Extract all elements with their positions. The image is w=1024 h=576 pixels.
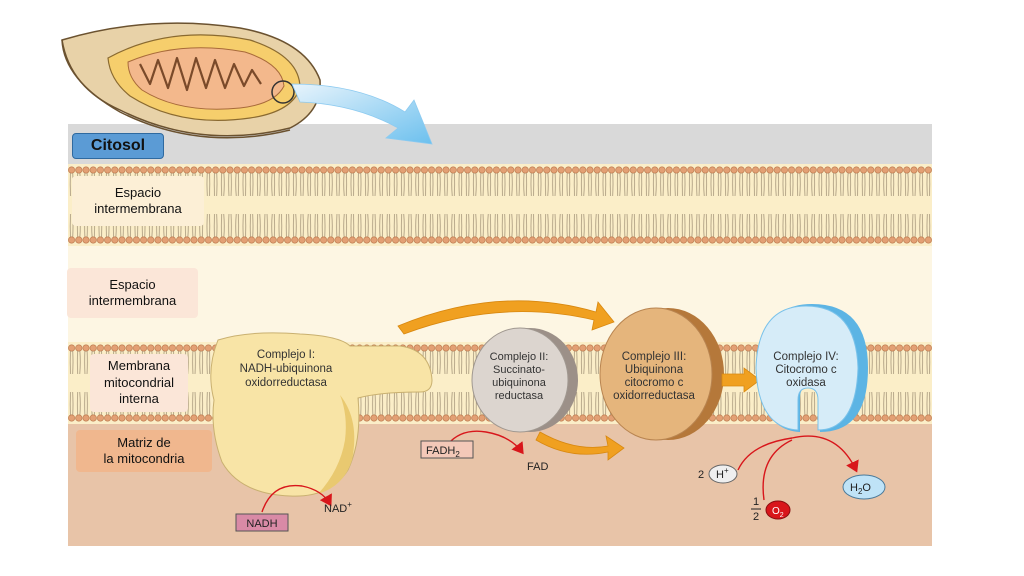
- complex-i-line2: NADH-ubiquinona: [240, 363, 333, 375]
- oxygen-label: O2: [772, 506, 784, 519]
- complex-ii-line2: Succinato-: [493, 364, 545, 376]
- fad-label: FAD: [527, 461, 548, 473]
- complex-ii-title: Complejo II:: [490, 351, 549, 363]
- h-coef: 2: [698, 469, 704, 481]
- half-denominator: 2: [753, 511, 759, 523]
- complex-iv-title: Complejo IV:: [773, 351, 838, 363]
- water-reaction-arrow: [791, 435, 859, 473]
- complex-iii-line4: oxidorreductasa: [613, 390, 695, 402]
- nad-label: NAD+: [324, 500, 352, 515]
- complex-ii: Complejo II: Succinato- ubiquinona reduc…: [471, 327, 578, 433]
- complex-iv: Complejo IV: Citocromo c oxidasa: [755, 304, 868, 432]
- complex-iv-line3: oxidasa: [786, 377, 826, 389]
- matrix-band: [68, 424, 932, 546]
- electron-arrow-bottom: [535, 431, 625, 461]
- h-ion-label: H+: [716, 466, 729, 481]
- matriz-label: Matriz de la mitocondria: [76, 430, 212, 472]
- complex-iii-line2: Ubiquinona: [625, 364, 684, 376]
- complex-i-line3: oxidorreductasa: [245, 377, 327, 389]
- nadh-reaction-arrow: [261, 484, 332, 513]
- mitochondrion-illustration: [61, 22, 321, 139]
- citosol-label: Citosol: [72, 133, 164, 159]
- complex-iv-line2: Citocromo c: [775, 364, 837, 376]
- complex-i-title: Complejo I:: [257, 349, 315, 361]
- fadh-reaction-arrow: [447, 430, 524, 455]
- complex-ii-line3: ubiquinona: [492, 377, 547, 389]
- water-circle: [842, 474, 886, 500]
- espacio-intermembrana-top-label: Espacio intermembrana: [72, 176, 204, 226]
- fadh2-label: FADH2: [426, 445, 460, 459]
- complex-iii-line3: citocromo c: [625, 377, 684, 389]
- complex-i: Complejo I: NADH-ubiquinona oxidorreduct…: [210, 332, 433, 497]
- o2-reaction-arrow-left: [762, 439, 793, 501]
- nadh-box: [235, 513, 289, 532]
- oxygen-circle: [765, 500, 791, 520]
- nadh-label: NADH: [246, 518, 277, 530]
- complex-iii: Complejo III: Ubiquinona citocromo c oxi…: [599, 307, 724, 441]
- zoom-arrow: [291, 83, 433, 145]
- h-reaction-arrow: [737, 437, 793, 471]
- water-label: H2O: [850, 482, 871, 496]
- complex-iii-title: Complejo III:: [622, 351, 687, 363]
- electron-arrow-iii-iv: [721, 367, 761, 393]
- espacio-intermembrana-mid-label: Espacio intermembrana: [67, 268, 198, 318]
- fadh2-box: [420, 440, 474, 459]
- membrana-interna-label: Membrana mitocondrial interna: [90, 354, 188, 412]
- electron-arrow-top: [397, 300, 615, 335]
- h-ion-circle: [708, 464, 738, 484]
- half-numerator: 1: [753, 496, 759, 508]
- complex-ii-line4: reductasa: [495, 390, 544, 402]
- outer-membrane-lipids: [68, 164, 932, 246]
